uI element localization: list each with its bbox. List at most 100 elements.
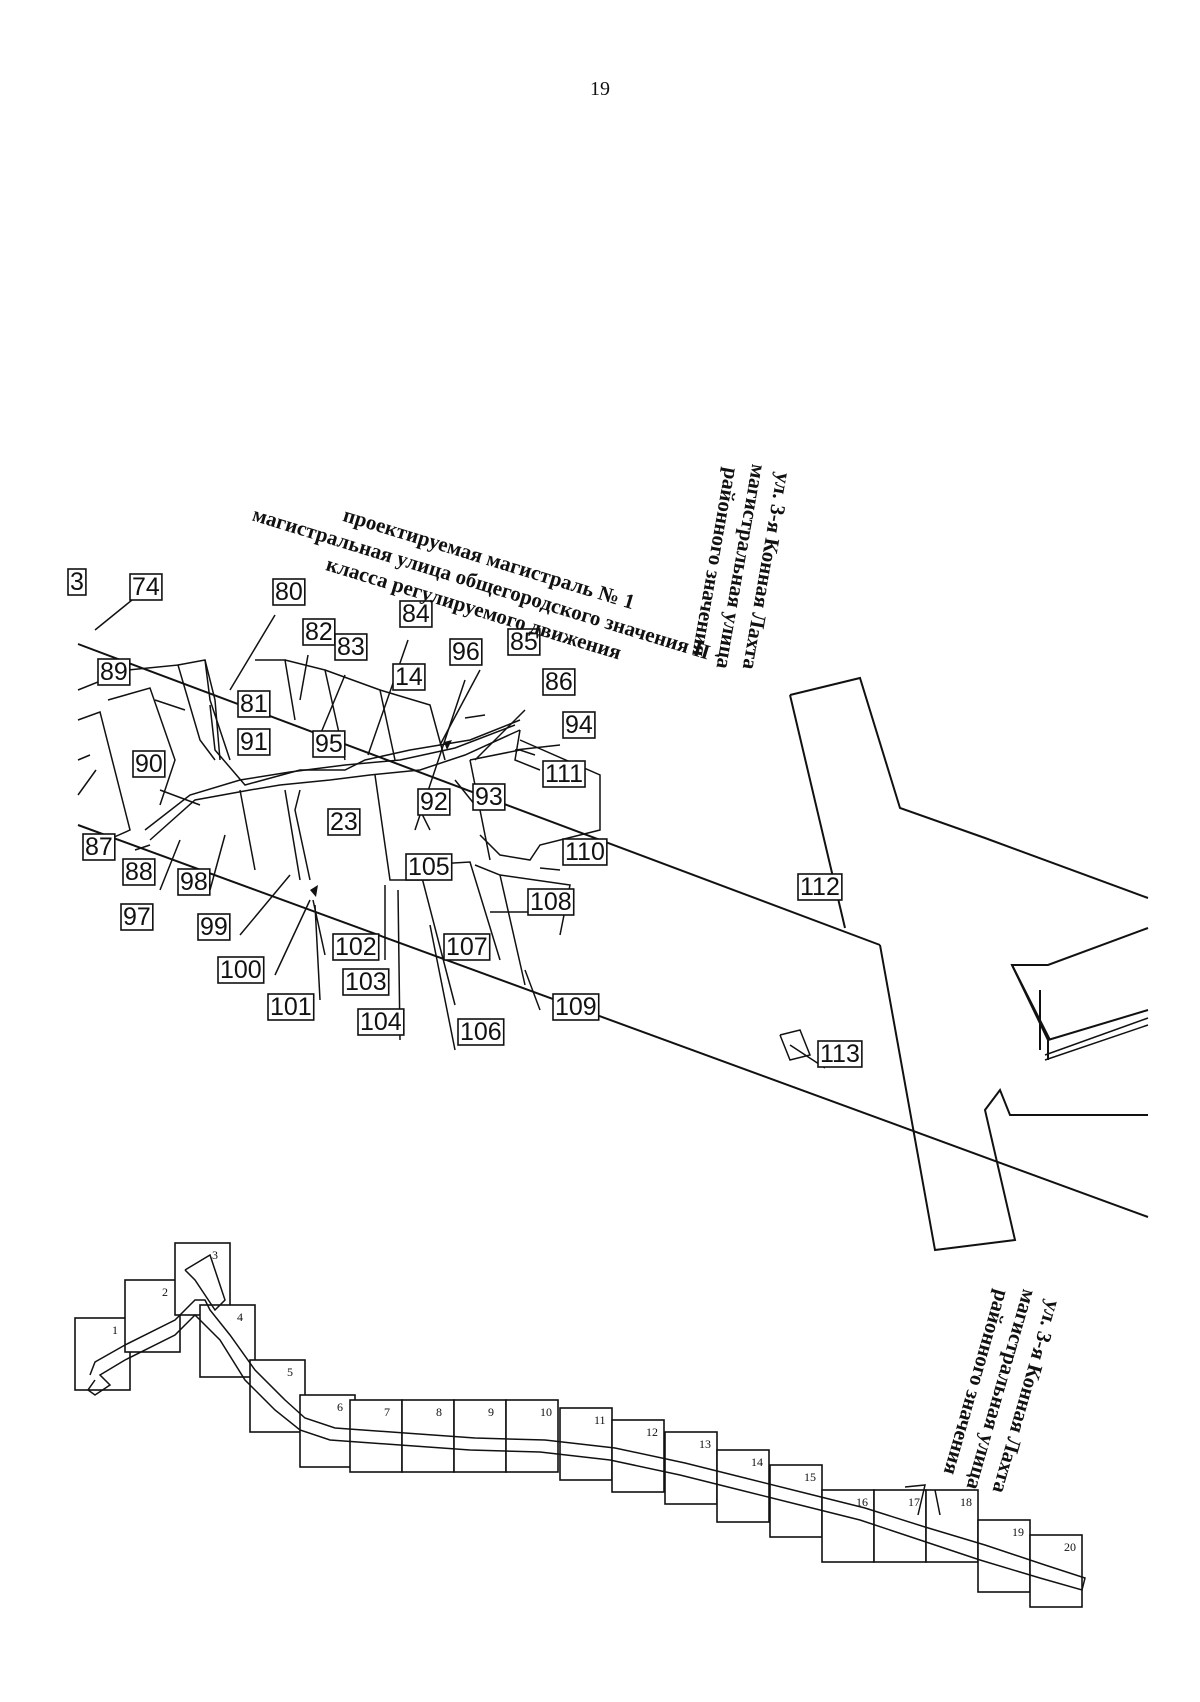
parcel-label-100: 100	[217, 956, 265, 984]
parcel-label-box	[342, 968, 390, 996]
overview-route	[86, 1253, 1086, 1591]
parcel-label-94: 94	[562, 711, 596, 739]
parcel-label-99: 99	[197, 913, 231, 941]
parcel-label-89: 89	[97, 658, 131, 686]
sheet-number: 1	[112, 1323, 118, 1337]
sheet-7: 7	[349, 1399, 403, 1473]
parcel-number: 94	[565, 711, 593, 739]
sheet-frame	[249, 1359, 306, 1433]
parcel-label-108: 108	[527, 888, 575, 916]
parcel-number: 104	[360, 1008, 402, 1036]
parcel-label-box	[417, 788, 451, 816]
parcel-label-box	[457, 1018, 505, 1046]
parcel-label-3: 3	[67, 568, 87, 596]
parcel-label-14: 14	[392, 663, 426, 691]
parcel-label-box	[562, 838, 608, 866]
parcel-label-box	[797, 873, 843, 901]
parcel-number: 88	[125, 858, 153, 886]
parcel-label-box	[443, 933, 491, 961]
parcel-label-box	[67, 568, 87, 596]
cross-road-east	[1010, 927, 1149, 1042]
parcel-label-93: 93	[472, 783, 506, 811]
parcel-label-105: 105	[405, 853, 453, 881]
parcel-label-box	[472, 783, 506, 811]
sheet-12: 12	[611, 1419, 665, 1493]
sheet-number: 5	[287, 1365, 293, 1379]
parcel-number: 101	[270, 993, 312, 1021]
parcel-label-80: 80	[272, 578, 306, 606]
sheet-frame	[299, 1394, 356, 1468]
parcel-label-96: 96	[449, 638, 483, 666]
street-label-konnaya-lakhta-overview: ул. 3-я Конная Лахта магистральная улица…	[939, 1287, 1066, 1497]
parcel-label-box	[527, 888, 575, 916]
sheet-number: 17	[908, 1495, 920, 1509]
sheet-frame	[873, 1489, 927, 1563]
parcel-label-113: 113	[817, 1040, 863, 1068]
parcel-number: 102	[335, 933, 377, 961]
parcel-label-box	[332, 933, 380, 961]
sheet-frame	[664, 1431, 718, 1505]
parcel-label-box	[267, 993, 315, 1021]
parcel-label-box	[217, 956, 265, 984]
parcel-label-box	[97, 658, 131, 686]
parcel-label-111: 111	[542, 760, 586, 788]
sheet-number: 11	[594, 1413, 606, 1427]
parcel-number: 3	[70, 568, 84, 596]
parcel-label-box	[312, 730, 346, 758]
parcel-number: 98	[180, 868, 208, 896]
sheet-frame	[199, 1304, 256, 1378]
parcel-label-87: 87	[82, 833, 116, 861]
parcel-label-112: 112	[797, 873, 843, 901]
parcel-label-box	[302, 618, 336, 646]
parcel-number: 85	[510, 628, 538, 656]
parcel-number: 80	[275, 578, 303, 606]
parcel-label-107: 107	[443, 933, 491, 961]
parcel-label-86: 86	[542, 668, 576, 696]
sheet-4: 4	[199, 1304, 256, 1378]
parcel-label-box	[334, 633, 368, 661]
parcel-number: 86	[545, 668, 573, 696]
parcel-number: 90	[135, 750, 163, 778]
parcel-label-box	[237, 690, 271, 718]
parcel-label-101: 101	[267, 993, 315, 1021]
sheet-frame	[453, 1399, 507, 1473]
sheet-19: 19	[977, 1519, 1031, 1593]
sheet-10: 10	[505, 1399, 559, 1473]
sheet-frame	[1029, 1534, 1083, 1608]
sheet-frame	[505, 1399, 559, 1473]
parcel-label-104: 104	[357, 1008, 405, 1036]
sheet-number: 19	[1012, 1525, 1024, 1539]
parcel-label-box	[542, 760, 586, 788]
sheet-number: 8	[436, 1405, 442, 1419]
cross-road-south	[879, 944, 1148, 1252]
parcel-number: 87	[85, 833, 113, 861]
parcel-number: 84	[402, 600, 430, 628]
parcel-label-92: 92	[417, 788, 451, 816]
road-south-edge-a	[77, 824, 1149, 1218]
page-number: 19	[590, 78, 610, 100]
sheet-number: 16	[856, 1495, 868, 1509]
parcel-label-box	[357, 1008, 405, 1036]
sheet-frame	[977, 1519, 1031, 1593]
parcel-number: 97	[123, 903, 151, 931]
parcel-label-box	[392, 663, 426, 691]
parcel-label-box	[237, 728, 271, 756]
sheet-number: 12	[646, 1425, 658, 1439]
parcel-label-23: 23	[327, 808, 361, 836]
parcel-label-box	[817, 1040, 863, 1068]
parcel-label-98: 98	[177, 868, 211, 896]
sheet-6: 6	[299, 1394, 356, 1468]
sheet-frame	[174, 1242, 231, 1316]
sheet-number: 3	[212, 1248, 218, 1262]
parcel-label-box	[399, 600, 433, 628]
parcel-label-91: 91	[237, 728, 271, 756]
sheet-9: 9	[453, 1399, 507, 1473]
parcel-label-84: 84	[399, 600, 433, 628]
street-label-konnaya-lakhta: ул. 3-я Конная Лахта магистральная улица…	[687, 463, 796, 672]
parcel-label-box	[132, 750, 166, 778]
sheet-15: 15	[769, 1464, 823, 1538]
parcel-label-83: 83	[334, 633, 368, 661]
sheet-frame	[349, 1399, 403, 1473]
sheet-number: 13	[699, 1437, 711, 1451]
